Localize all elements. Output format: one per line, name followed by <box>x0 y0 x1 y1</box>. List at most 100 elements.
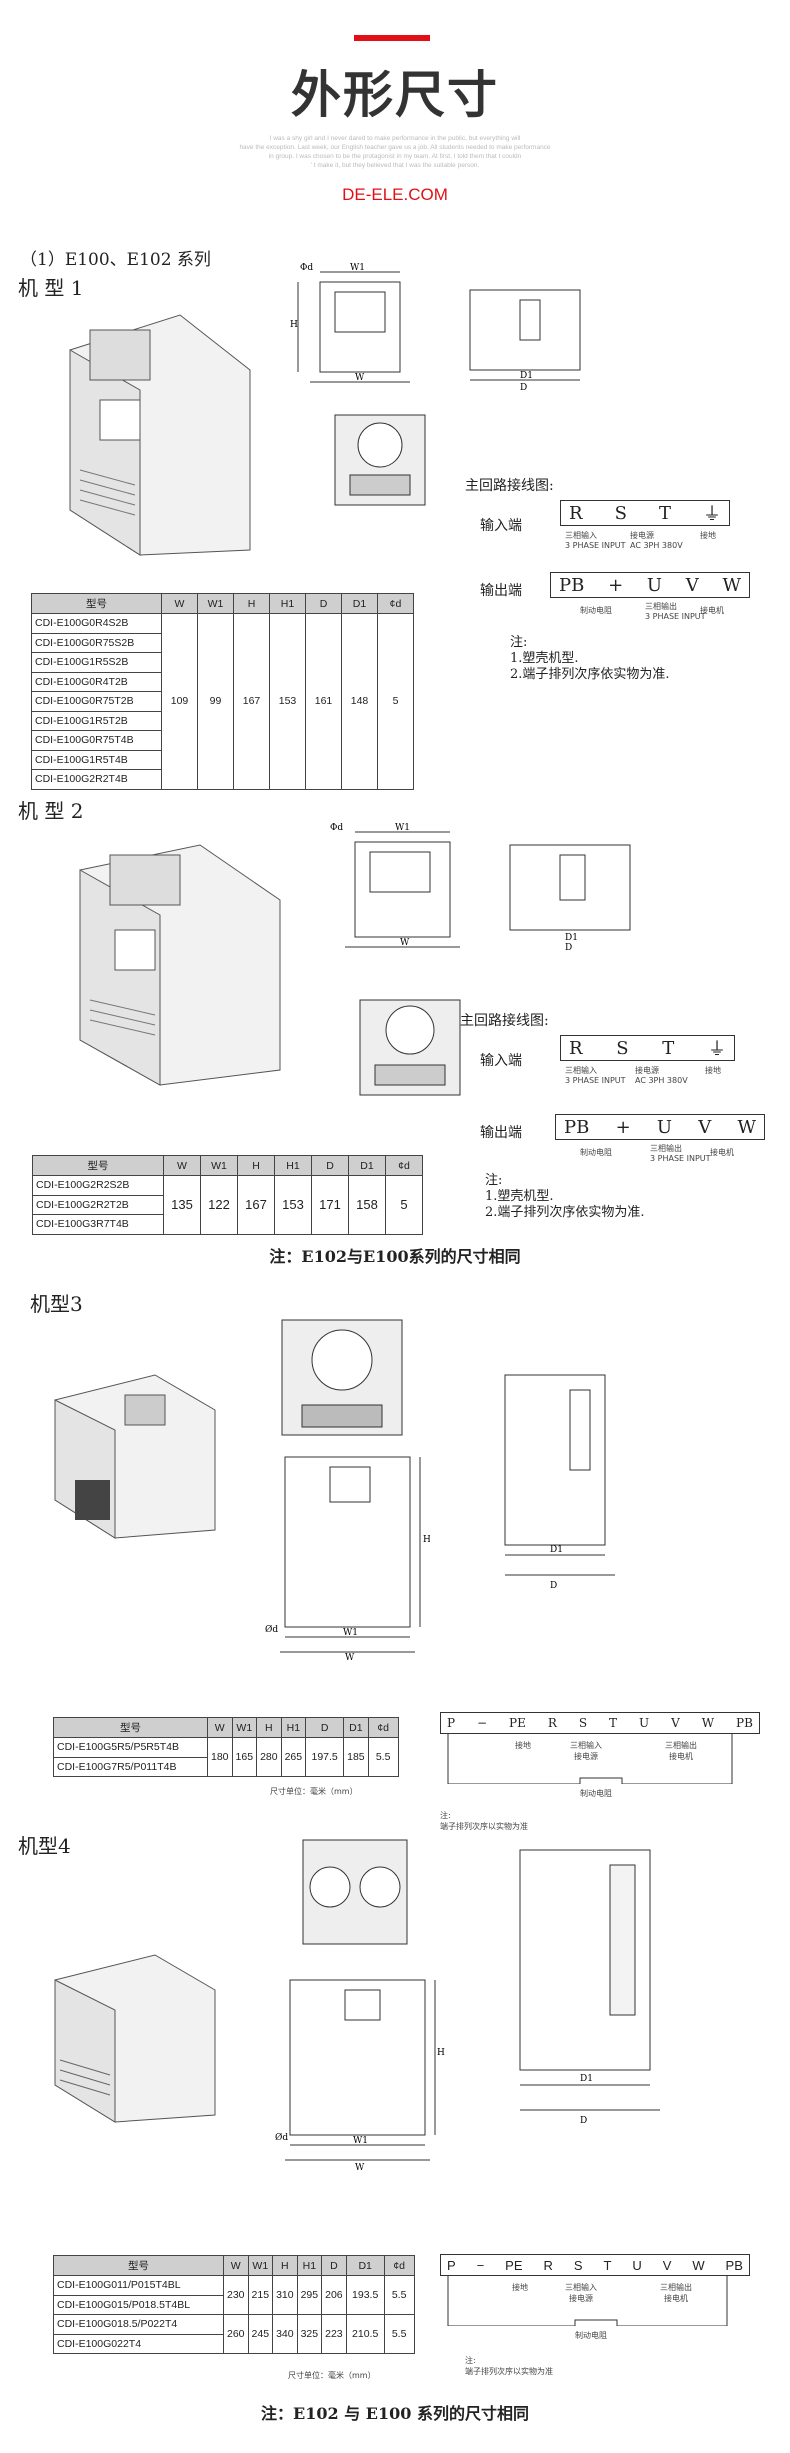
model1-heading: 机 型 1 <box>18 276 84 300</box>
term: W <box>737 1116 756 1138</box>
model3-device-image <box>54 1374 216 1539</box>
label: 3 PHASE INPUT <box>650 1154 711 1163</box>
note: 注: <box>485 1173 503 1188</box>
label: 接电源 <box>630 531 654 540</box>
value-cell: 165 <box>231 1737 258 1777</box>
value-cell: 5.5 <box>383 2275 415 2315</box>
dim-d: D <box>580 2116 587 2125</box>
col-w: W <box>163 1155 201 1176</box>
col-d: D <box>305 1717 345 1738</box>
label: 接电机 <box>669 1752 693 1761</box>
value-cell: 99 <box>197 613 234 790</box>
label: 3 PHASE INPUT <box>565 1076 626 1085</box>
model-cell: CDI-E100G0R4T2B <box>31 671 162 692</box>
value-cell: 206 <box>321 2275 347 2315</box>
dim-h: H <box>437 2048 445 2058</box>
term: − <box>476 2257 485 2273</box>
model3-top-view <box>281 1319 403 1436</box>
brand-link[interactable]: DE-ELE.COM <box>342 185 448 204</box>
term: S <box>578 1716 588 1730</box>
note: 1.塑壳机型. <box>510 651 579 666</box>
dim-w: W <box>355 2163 365 2173</box>
label: 三相输出 <box>650 1144 682 1153</box>
model3-side-view: D1D <box>504 1374 615 1591</box>
col-d1: D1 <box>345 2255 385 2276</box>
value-cell: 153 <box>269 613 306 790</box>
value-cell: 5.5 <box>383 2314 415 2354</box>
col-w: W <box>161 593 198 614</box>
model-cell: CDI-E100G3R7T4B <box>32 1214 164 1235</box>
col-w1: W1 <box>247 2255 274 2276</box>
model4-heading: 机型4 <box>18 1834 71 1858</box>
note: 2.端子排列次序依实物为准. <box>485 1205 645 1220</box>
label: 三相输入 <box>565 1066 597 1075</box>
model-cell: CDI-E100G018.5/P022T4 <box>53 2314 224 2335</box>
term: V <box>685 574 699 596</box>
wiring-title: 主回路接线图: <box>460 1013 549 1029</box>
label: 三相输出 <box>645 602 677 611</box>
term: + <box>608 574 624 596</box>
term: U <box>632 2257 642 2273</box>
term: PB <box>736 1716 753 1730</box>
value-cell: 122 <box>200 1175 238 1235</box>
label: 制动电阻 <box>575 2331 607 2340</box>
input-label: 输入端 <box>480 518 522 534</box>
label: 接电机 <box>700 606 724 615</box>
value-cell: 223 <box>321 2314 347 2354</box>
filler-line: have the exception. Last week, our Engli… <box>239 144 551 151</box>
model-cell: CDI-E100G022T4 <box>53 2333 224 2354</box>
term: S <box>573 2257 583 2273</box>
term: R <box>543 2257 553 2273</box>
term: T <box>603 2257 612 2273</box>
col-w1: W1 <box>200 1155 238 1176</box>
col-h: H <box>272 2255 298 2276</box>
dim-od: Ød <box>275 2132 288 2143</box>
col-phi-d: ¢d <box>377 593 414 614</box>
input-label: 输入端 <box>480 1053 522 1069</box>
series-same-note-2: 注：E102 与 E100 系列的尺寸相同 <box>261 2404 529 2423</box>
dim-w: W <box>355 373 365 383</box>
term: V <box>698 1116 712 1138</box>
dim-h: H <box>423 1535 430 1545</box>
col-model: 型号 <box>53 2255 224 2276</box>
dim-w1: W1 <box>343 1628 358 1638</box>
filler-line: I was a shy girl and I never dared to ma… <box>269 135 521 142</box>
model1-side-view: D1D <box>469 289 581 390</box>
ground-icon: ⏚ <box>707 1039 726 1060</box>
term: S <box>614 502 627 524</box>
col-d1: D1 <box>343 1717 369 1738</box>
note: 注: <box>440 1811 451 1820</box>
filler-text: I was a shy girl and I never dared to ma… <box>150 134 640 170</box>
col-h: H <box>233 593 270 614</box>
value-cell: 197.5 <box>305 1737 345 1777</box>
note: 端子排列次序以实物为准 <box>440 1822 528 1831</box>
value-cell: 5 <box>377 613 414 790</box>
value-cell: 260 <box>223 2314 249 2354</box>
term: U <box>656 1116 673 1138</box>
label: 接地 <box>512 2283 528 2292</box>
label: 三相输出 <box>660 2283 692 2292</box>
col-w1: W1 <box>197 593 234 614</box>
label: 接地 <box>515 1741 531 1750</box>
value-cell: 295 <box>296 2275 323 2315</box>
label: AC 3PH 380V <box>630 541 683 550</box>
term: R <box>569 502 583 524</box>
col-w: W <box>223 2255 249 2276</box>
col-d: D <box>311 1155 349 1176</box>
series-same-note: 注：E102与E100系列的尺寸相同 <box>269 1247 521 1266</box>
model2-heading: 机 型 2 <box>18 799 84 823</box>
model-cell: CDI-E100G2R2S2B <box>32 1175 164 1196</box>
value-cell: 153 <box>274 1175 312 1235</box>
model-cell: CDI-E100G1R5T4B <box>31 749 162 770</box>
term: U <box>646 574 663 596</box>
value-cell: 340 <box>272 2314 298 2354</box>
dim-phi-d: Φd <box>300 263 313 273</box>
value-cell: 171 <box>311 1175 349 1235</box>
model4-device-image <box>54 1954 216 2123</box>
label: 三相输入 <box>565 2283 597 2292</box>
